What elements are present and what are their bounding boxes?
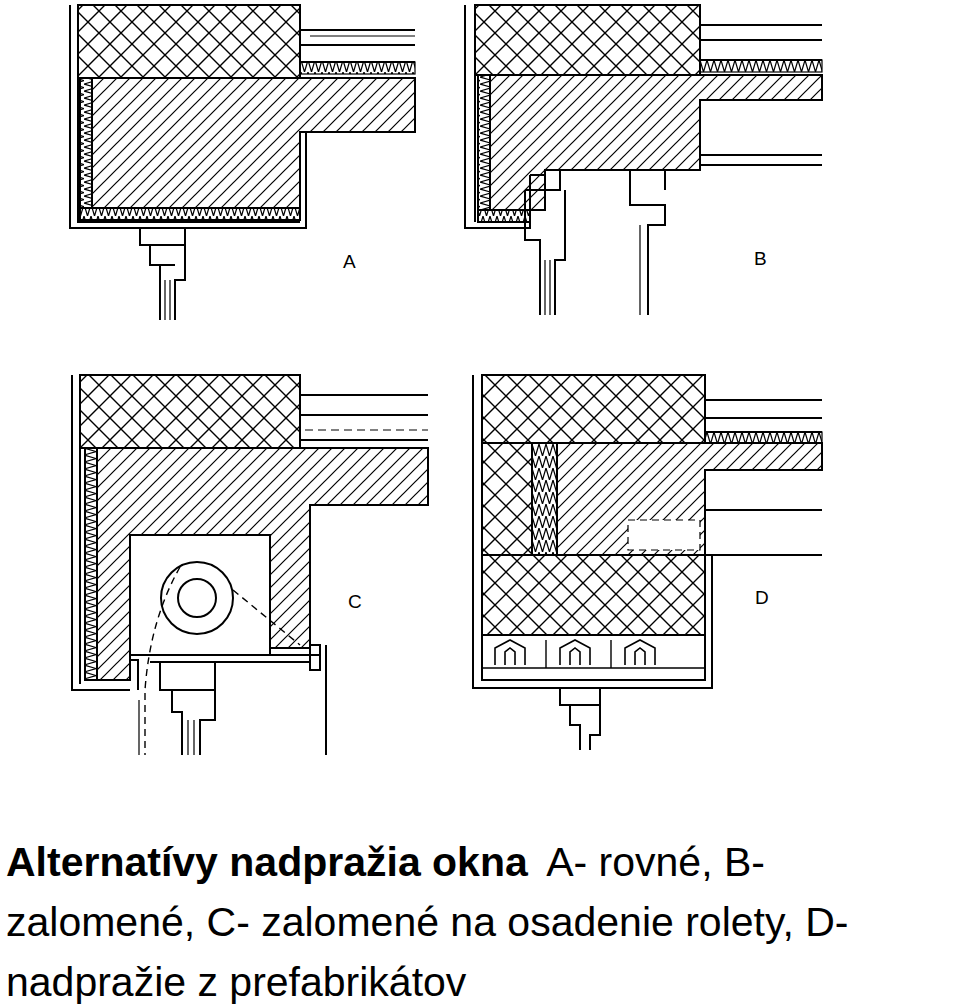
caption-title: Alternatívy nadpražia okna (6, 839, 528, 885)
detail-letter: B (754, 249, 767, 268)
figure-caption: Alternatívy nadpražia oknaA- rovné, B- z… (6, 832, 956, 1005)
detail-letter: C (348, 592, 362, 611)
detail-letter: D (755, 588, 769, 607)
lintel-sections (0, 0, 960, 830)
detail-letter: A (343, 252, 356, 271)
